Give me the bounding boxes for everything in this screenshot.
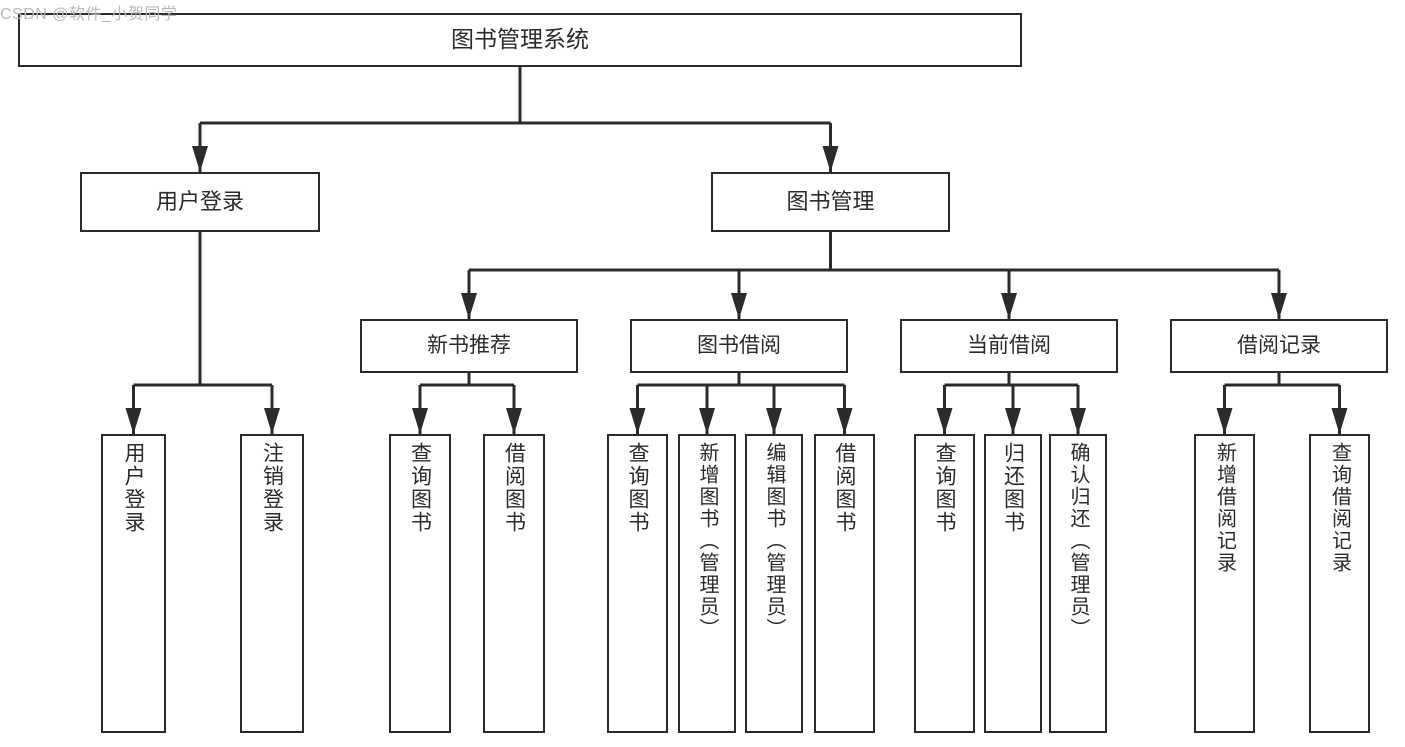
node-l_b1[interactable]: 借阅图书 [483, 434, 545, 733]
node-l_login[interactable]: 用户登录 [101, 434, 166, 733]
node-label: 当前借阅 [967, 333, 1051, 357]
node-l_edit[interactable]: 编辑图书（管理员） [745, 434, 803, 733]
node-label: 借阅图书 [833, 442, 856, 534]
node-records[interactable]: 借阅记录 [1170, 319, 1388, 373]
node-label: 用户登录 [122, 442, 145, 534]
node-label: 用户登录 [155, 189, 244, 215]
node-label: 查询借阅记录 [1328, 442, 1351, 574]
node-l_q3[interactable]: 查询图书 [914, 434, 975, 733]
node-root[interactable]: 图书管理系统 [18, 13, 1022, 67]
node-label: 借阅记录 [1237, 333, 1321, 357]
node-l_addrec[interactable]: 新增借阅记录 [1194, 434, 1255, 733]
node-label: 确认归还（管理员） [1067, 442, 1089, 640]
watermark: CSDN @软件_小贺同学 [0, 6, 178, 23]
node-book_mgmt[interactable]: 图书管理 [711, 172, 950, 232]
node-l_add[interactable]: 新增图书（管理员） [678, 434, 736, 733]
node-borrow[interactable]: 图书借阅 [630, 319, 848, 373]
node-l_ret[interactable]: 归还图书 [984, 434, 1042, 733]
node-label: 查询图书 [408, 442, 432, 534]
node-user_login[interactable]: 用户登录 [80, 172, 320, 232]
node-current[interactable]: 当前借阅 [900, 319, 1118, 373]
node-l_b2[interactable]: 借阅图书 [814, 434, 875, 733]
node-l_q2[interactable]: 查询图书 [607, 434, 668, 733]
node-label: 图书管理系统 [451, 26, 589, 53]
node-l_conf[interactable]: 确认归还（管理员） [1049, 434, 1107, 733]
node-label: 查询图书 [933, 442, 956, 534]
node-label: 新增借阅记录 [1213, 442, 1236, 574]
node-l_q1[interactable]: 查询图书 [389, 434, 451, 733]
node-label: 图书管理 [786, 189, 875, 215]
node-l_qrec[interactable]: 查询借阅记录 [1309, 434, 1370, 733]
node-label: 注销登录 [260, 442, 284, 534]
node-new_rec[interactable]: 新书推荐 [360, 319, 578, 373]
node-label: 借阅图书 [502, 442, 526, 534]
node-label: 编辑图书（管理员） [763, 442, 785, 640]
node-label: 图书借阅 [697, 333, 781, 357]
node-label: 归还图书 [1001, 442, 1025, 534]
node-label: 新书推荐 [427, 333, 511, 357]
node-label: 查询图书 [626, 442, 649, 534]
node-label: 新增图书（管理员） [696, 442, 718, 640]
node-l_logout[interactable]: 注销登录 [240, 434, 304, 733]
